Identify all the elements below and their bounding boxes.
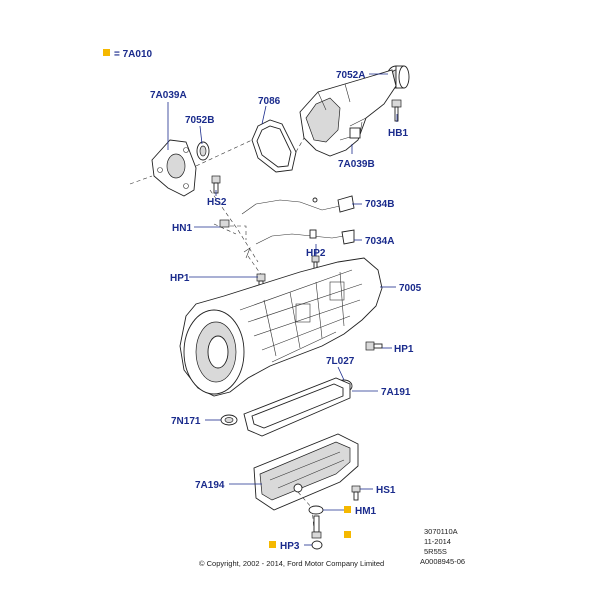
callout-7a039a: 7A039A xyxy=(150,90,187,101)
callout-7n171: 7N171 xyxy=(171,416,201,427)
part-hm1-hp3-drain xyxy=(297,491,324,550)
part-hn1-nut xyxy=(219,219,247,240)
part-7a039a-adapter xyxy=(151,139,197,197)
part-7005-transmission-case xyxy=(179,257,383,397)
callout-hb1: HB1 xyxy=(388,128,408,139)
legend-text: = 7A010 xyxy=(114,49,153,60)
callout-7a039b: 7A039B xyxy=(338,159,375,170)
callout-7052a: 7052A xyxy=(336,70,365,81)
callout-7086: 7086 xyxy=(258,96,281,107)
part-7a191-pan-gasket xyxy=(243,377,351,437)
callout-7l027: 7L027 xyxy=(326,356,355,367)
info-line-4: A0008945-06 xyxy=(420,557,465,566)
part-7034a-cable xyxy=(243,229,355,259)
callout-hn1: HN1 xyxy=(172,223,192,234)
info-line-1: 3070110A xyxy=(424,527,458,536)
part-hb1-bolt xyxy=(391,99,402,122)
part-hs1-bolt xyxy=(351,485,361,501)
copyright-text: © Copyright, 2002 - 2014, Ford Motor Com… xyxy=(199,559,384,568)
part-7086-gasket xyxy=(251,119,297,173)
callout-7034b: 7034B xyxy=(365,199,394,210)
callout-7052b: 7052B xyxy=(185,115,214,126)
hp3-marker xyxy=(269,541,276,548)
callout-hs2: HS2 xyxy=(207,197,227,208)
part-7a039b-extension-housing xyxy=(299,69,397,157)
callout-7034a: 7034A xyxy=(365,236,394,247)
part-hp1-bolt-right xyxy=(365,341,383,351)
info-line-3: 5R55S xyxy=(424,547,447,556)
callout-7a191: 7A191 xyxy=(381,387,411,398)
legend-marker xyxy=(103,49,110,56)
callout-hs1: HS1 xyxy=(376,485,396,496)
callout-hm1: HM1 xyxy=(355,506,377,517)
callout-hp2: HP2 xyxy=(306,248,326,259)
drain-marker xyxy=(344,531,351,538)
part-7034b-cable xyxy=(241,195,355,215)
part-7n171-seal xyxy=(220,414,238,426)
part-7052b-seal xyxy=(196,141,210,161)
callout-7005: 7005 xyxy=(399,283,422,294)
callout-hp1-right: HP1 xyxy=(394,344,414,355)
callout-hp1-upper: HP1 xyxy=(170,273,190,284)
callout-7a194: 7A194 xyxy=(195,480,225,491)
info-line-2: 11-2014 xyxy=(424,537,451,546)
hm1-marker xyxy=(344,506,351,513)
callout-hp3: HP3 xyxy=(280,541,300,552)
part-7a194-oil-pan xyxy=(253,433,359,511)
